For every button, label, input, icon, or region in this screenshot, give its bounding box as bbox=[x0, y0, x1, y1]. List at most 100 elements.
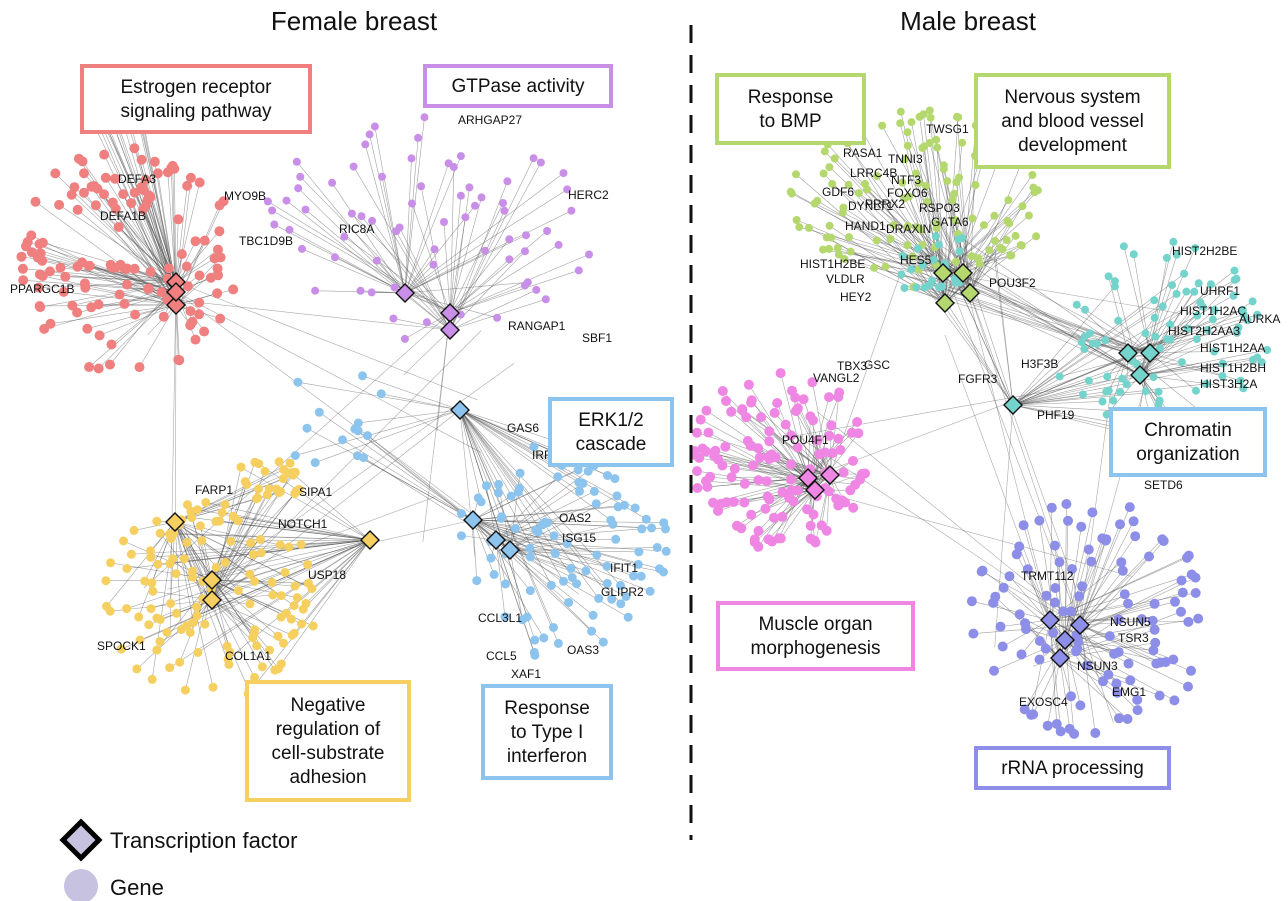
gene-node bbox=[1055, 372, 1064, 381]
network-edge bbox=[1059, 657, 1118, 694]
gene-node bbox=[22, 236, 33, 247]
gene-node bbox=[623, 612, 633, 622]
gene-label: VLDLR bbox=[826, 272, 865, 286]
gene-node bbox=[1168, 281, 1177, 290]
network-edge bbox=[1084, 336, 1151, 354]
gene-node bbox=[1087, 507, 1098, 518]
gene-node bbox=[250, 457, 260, 467]
gene-node bbox=[134, 362, 145, 373]
gene-node bbox=[408, 199, 416, 208]
gene-node bbox=[94, 330, 105, 341]
gene-node bbox=[1104, 386, 1113, 395]
gene-node bbox=[155, 528, 165, 538]
gene-node bbox=[1176, 575, 1187, 586]
gene-node bbox=[252, 641, 262, 651]
gene-label: NSUN5 bbox=[1110, 615, 1151, 629]
gene-node bbox=[708, 497, 718, 508]
gene-label: ISG15 bbox=[562, 531, 596, 545]
gene-label: HERC2 bbox=[568, 188, 609, 202]
gene-node bbox=[82, 323, 93, 334]
gene-node bbox=[260, 466, 270, 476]
gene-node bbox=[284, 542, 294, 552]
gene-node bbox=[919, 110, 928, 119]
gene-node bbox=[785, 459, 796, 470]
network-edge bbox=[449, 230, 548, 314]
gene-node bbox=[389, 314, 398, 323]
gene-node bbox=[290, 581, 300, 591]
gene-node bbox=[79, 187, 89, 198]
gene-node bbox=[298, 604, 308, 614]
gene-node bbox=[1190, 588, 1201, 598]
network-edge bbox=[274, 224, 406, 294]
gene-node bbox=[574, 477, 584, 487]
gene-node bbox=[591, 499, 601, 509]
gene-node bbox=[185, 628, 195, 637]
transcription-factor-node bbox=[1140, 343, 1160, 363]
gene-node bbox=[954, 235, 963, 244]
gene-node bbox=[289, 601, 299, 611]
gene-node bbox=[314, 407, 324, 417]
gene-node bbox=[550, 549, 560, 558]
network-edge bbox=[247, 539, 371, 694]
gene-label: H3F3B bbox=[1021, 357, 1058, 371]
gene-node bbox=[1151, 332, 1160, 341]
gene-node bbox=[1117, 565, 1128, 576]
gene-node bbox=[30, 196, 41, 207]
network-edge bbox=[838, 132, 944, 274]
network-edge bbox=[449, 259, 510, 314]
gene-node bbox=[1061, 499, 1072, 509]
network-edge bbox=[305, 209, 451, 331]
gene-node bbox=[1201, 379, 1210, 388]
gene-node bbox=[376, 389, 386, 399]
gene-node bbox=[813, 196, 822, 205]
gene-node bbox=[73, 153, 84, 164]
transcription-factor-node bbox=[440, 320, 460, 340]
network-edge bbox=[459, 409, 535, 641]
gene-node bbox=[641, 514, 651, 524]
gene-node bbox=[37, 271, 48, 281]
gene-node bbox=[494, 479, 503, 489]
gene-node bbox=[50, 168, 61, 179]
gene-node bbox=[126, 549, 136, 559]
gene-node bbox=[943, 177, 952, 186]
network-edge bbox=[175, 185, 188, 283]
gene-node bbox=[472, 576, 482, 586]
network-edge bbox=[780, 489, 816, 539]
gene-node bbox=[697, 443, 708, 454]
gene-node bbox=[790, 392, 801, 403]
gene-node bbox=[268, 590, 278, 600]
network-edge bbox=[459, 409, 599, 599]
network-edge bbox=[369, 134, 406, 294]
gene-node bbox=[613, 502, 623, 512]
gene-node bbox=[1041, 590, 1052, 601]
gene-node bbox=[1154, 690, 1165, 701]
network-edge bbox=[495, 539, 535, 653]
gene-node bbox=[1081, 660, 1092, 671]
gene-node bbox=[257, 662, 267, 672]
gene-node bbox=[201, 498, 211, 507]
gene-node bbox=[166, 599, 176, 608]
network-edge bbox=[942, 272, 1181, 314]
gene-node bbox=[456, 152, 465, 161]
gene-node bbox=[1113, 614, 1124, 625]
gene-node bbox=[820, 147, 829, 156]
cluster-label-line: to BMP bbox=[759, 111, 821, 132]
gene-node bbox=[267, 577, 277, 587]
gene-node bbox=[1122, 714, 1133, 724]
network-edge bbox=[812, 382, 831, 476]
gene-node bbox=[486, 553, 496, 563]
gene-node bbox=[249, 576, 259, 586]
gene-node bbox=[819, 245, 828, 254]
gene-node bbox=[182, 537, 192, 547]
gene-node bbox=[581, 566, 591, 576]
gene-node bbox=[741, 412, 752, 423]
gene-node bbox=[83, 260, 94, 271]
network-edge bbox=[702, 448, 816, 491]
transcription-factor-node bbox=[450, 400, 470, 420]
gene-node bbox=[990, 591, 1001, 602]
network-edge bbox=[509, 549, 607, 567]
gene-node bbox=[834, 250, 843, 259]
network-edge bbox=[99, 304, 177, 336]
